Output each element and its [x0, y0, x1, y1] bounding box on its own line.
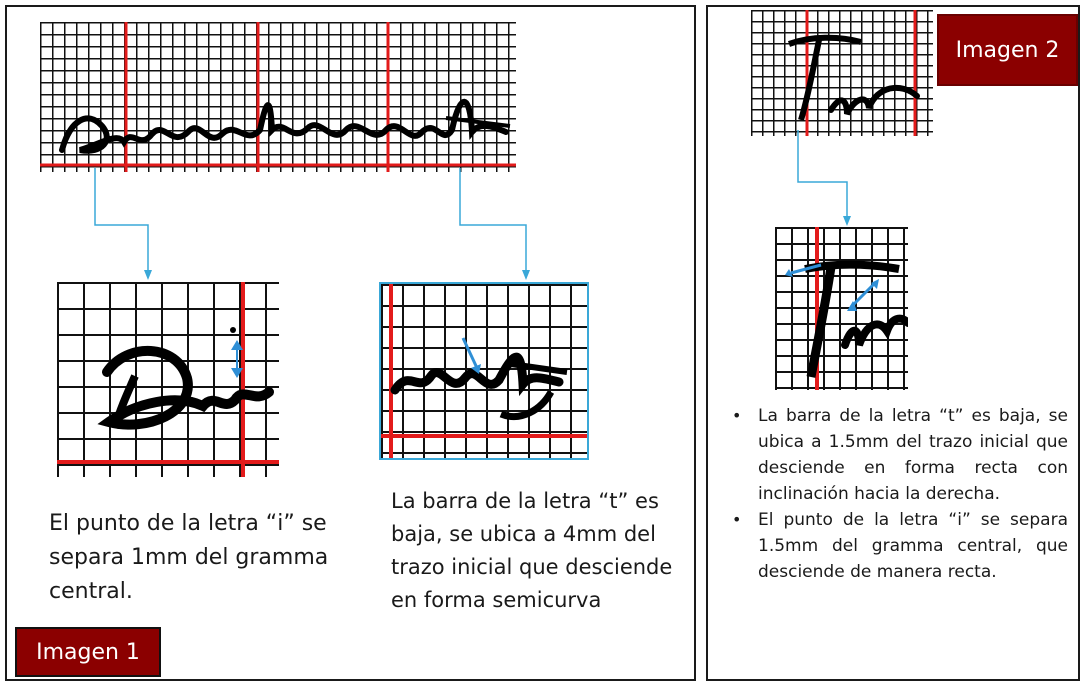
- label-imagen-2: Imagen 2: [937, 14, 1078, 86]
- signature-strip-image: [40, 22, 516, 172]
- zoom-letter-t-i-image: [775, 227, 908, 390]
- list-item: La barra de la letra “t” es baja, se ubi…: [728, 403, 1068, 507]
- zoom-letter-t-image: [379, 282, 589, 460]
- panel-imagen-1: El punto de la letra “i” se separa 1mm d…: [5, 5, 696, 681]
- label-imagen-1: Imagen 1: [15, 627, 161, 677]
- caption-letter-i: El punto de la letra “i” se separa 1mm d…: [49, 511, 329, 604]
- observations-list: La barra de la letra “t” es baja, se ubi…: [728, 403, 1068, 585]
- panel-imagen-2: Imagen 2 La barra de la letra “t” es baj…: [706, 5, 1080, 681]
- zoom-letter-i-image: [57, 282, 279, 477]
- list-item: El punto de la letra “i” se separa 1.5mm…: [728, 507, 1068, 585]
- caption-letter-t: La barra de la letra “t” es baja, se ubi…: [391, 489, 673, 612]
- signature-tie-image: [751, 10, 933, 136]
